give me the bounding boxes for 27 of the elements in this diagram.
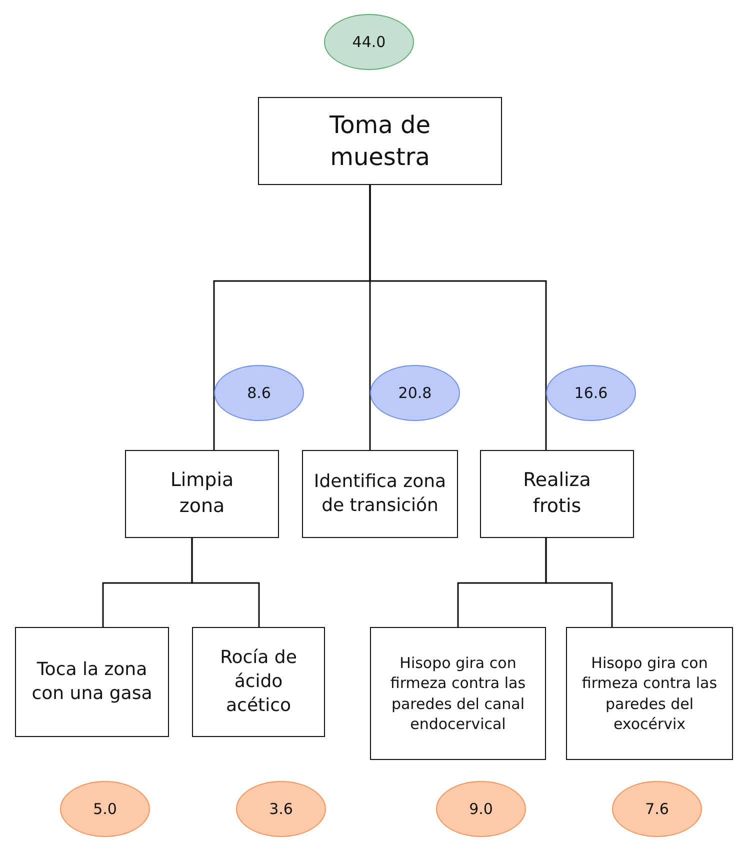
node-label: Rocía de ácido acético [219,646,298,718]
node-label: Limpia zona [169,468,235,519]
node-label: 16.6 [574,384,608,402]
process-box [125,450,279,538]
process-box [302,450,458,538]
connector-line [369,185,547,450]
node-label: Toca la zona con una gasa [30,658,154,706]
node-label: 44.0 [352,33,386,51]
node-label: 8.6 [247,384,271,402]
node-label: 9.0 [469,800,493,818]
node-label: Hisopo gira con firmeza contra las paredes del exocérvix [580,653,718,734]
node-label: 7.6 [645,800,669,818]
process-box [480,450,634,538]
node-label: Realiza frotis [522,468,592,519]
node-label: Identifica zona de transición [312,470,448,518]
node-label: Toma de muestra [328,110,432,173]
node-label: 3.6 [269,800,293,818]
process-box [566,627,733,760]
node-label: 20.8 [398,384,432,402]
process-box [192,627,325,737]
process-box [15,627,169,737]
process-box [370,627,546,760]
process-box [258,97,502,185]
node-label: 5.0 [93,800,117,818]
connector-line [191,538,260,627]
node-label: Hisopo gira con firmeza contra las paredes del canal endocervical [389,653,527,734]
connector-line [545,538,613,627]
